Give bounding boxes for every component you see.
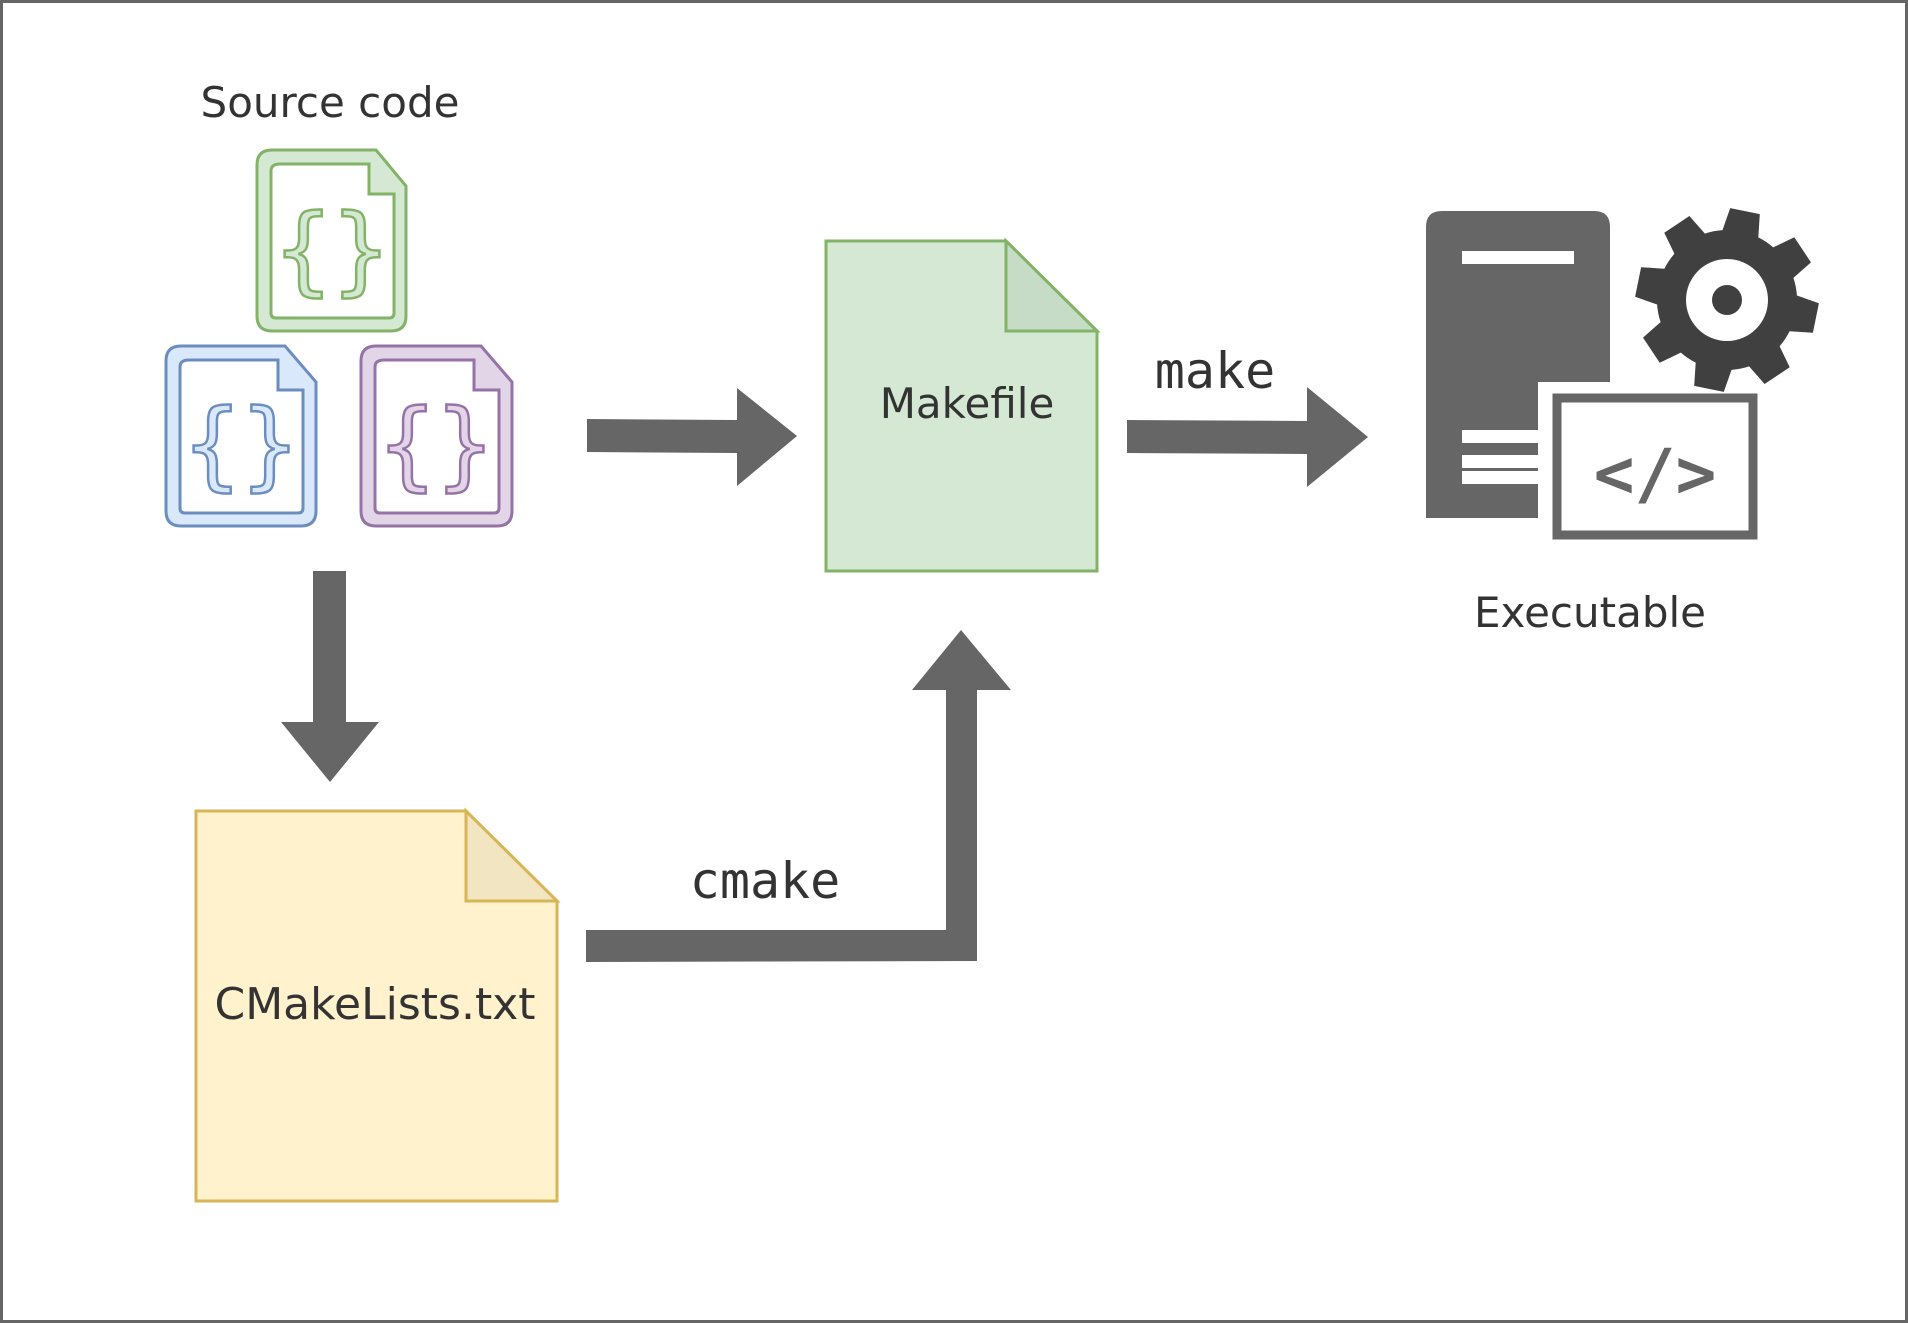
server-icon xyxy=(1426,211,1610,518)
arrow-makefile-to-executable xyxy=(1127,387,1368,487)
code-window-icon: </> xyxy=(1552,393,1758,540)
cmakelists-document: CMakeLists.txt xyxy=(194,807,561,1203)
gear-hub xyxy=(1712,285,1742,315)
makefile-document: Makefile xyxy=(824,237,1101,573)
gear-icon xyxy=(1635,208,1819,392)
executable-label: Executable xyxy=(1474,588,1706,637)
arrow-source-to-makefile xyxy=(587,388,797,486)
source-code-label: Source code xyxy=(201,78,460,127)
make-label: make xyxy=(1155,342,1275,400)
cmake-label: cmake xyxy=(690,852,841,910)
code-symbol: </> xyxy=(1594,435,1717,514)
braces-green: {} xyxy=(274,194,390,306)
source-file-blue-icon: {} xyxy=(164,344,318,528)
braces-purple: {} xyxy=(378,389,494,501)
source-file-purple-icon: {} xyxy=(359,344,514,528)
source-file-green-icon: {} xyxy=(255,148,408,333)
braces-blue: {} xyxy=(183,389,299,501)
arrow-cmakelists-to-makefile xyxy=(586,630,1011,962)
makefile-label: Makefile xyxy=(880,379,1055,428)
cmakelists-label: CMakeLists.txt xyxy=(215,979,536,1030)
arrow-source-to-cmakelists xyxy=(281,571,379,782)
